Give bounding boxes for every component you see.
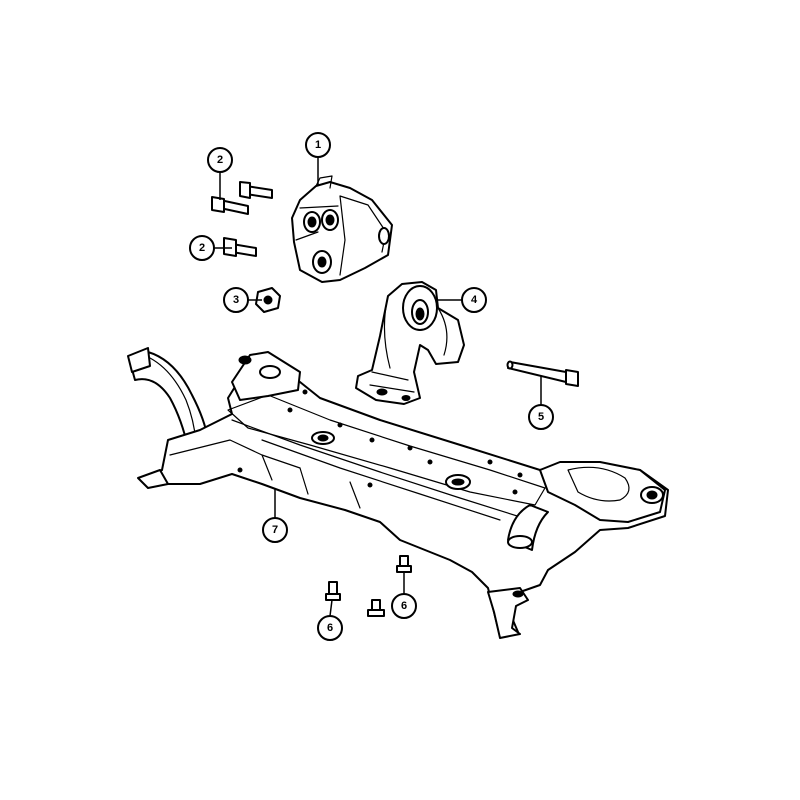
callout-label: 6 xyxy=(401,600,407,612)
through-bolt xyxy=(506,360,579,387)
crossmember-bolt xyxy=(396,555,412,573)
callout-label: 4 xyxy=(471,294,478,306)
engine-mount-bracket xyxy=(291,175,393,283)
callout-1: 1 xyxy=(305,132,331,158)
callout-3: 3 xyxy=(223,287,249,313)
callout-label: 5 xyxy=(538,411,544,423)
callout-6: 6 xyxy=(391,593,417,619)
callout-label: 2 xyxy=(199,242,205,254)
crossmember-bolt xyxy=(367,599,385,617)
callout-label: 2 xyxy=(217,154,223,166)
callout-5: 5 xyxy=(528,404,554,430)
callout-label: 1 xyxy=(315,139,321,151)
callout-7: 7 xyxy=(262,517,288,543)
transmission-mount xyxy=(355,281,465,405)
callout-label: 7 xyxy=(272,524,278,536)
bolt xyxy=(223,237,257,257)
crossmember-bolt xyxy=(325,581,341,601)
bolt xyxy=(211,196,249,215)
nut xyxy=(255,287,281,313)
callout-2: 2 xyxy=(207,147,233,173)
bolt xyxy=(239,181,273,199)
leader-lines xyxy=(214,157,542,617)
callout-label: 3 xyxy=(233,294,239,306)
callout-4: 4 xyxy=(461,287,487,313)
front-crossmember xyxy=(127,347,669,639)
callout-2: 2 xyxy=(189,235,215,261)
callout-label: 6 xyxy=(327,622,333,634)
callout-6: 6 xyxy=(317,615,343,641)
